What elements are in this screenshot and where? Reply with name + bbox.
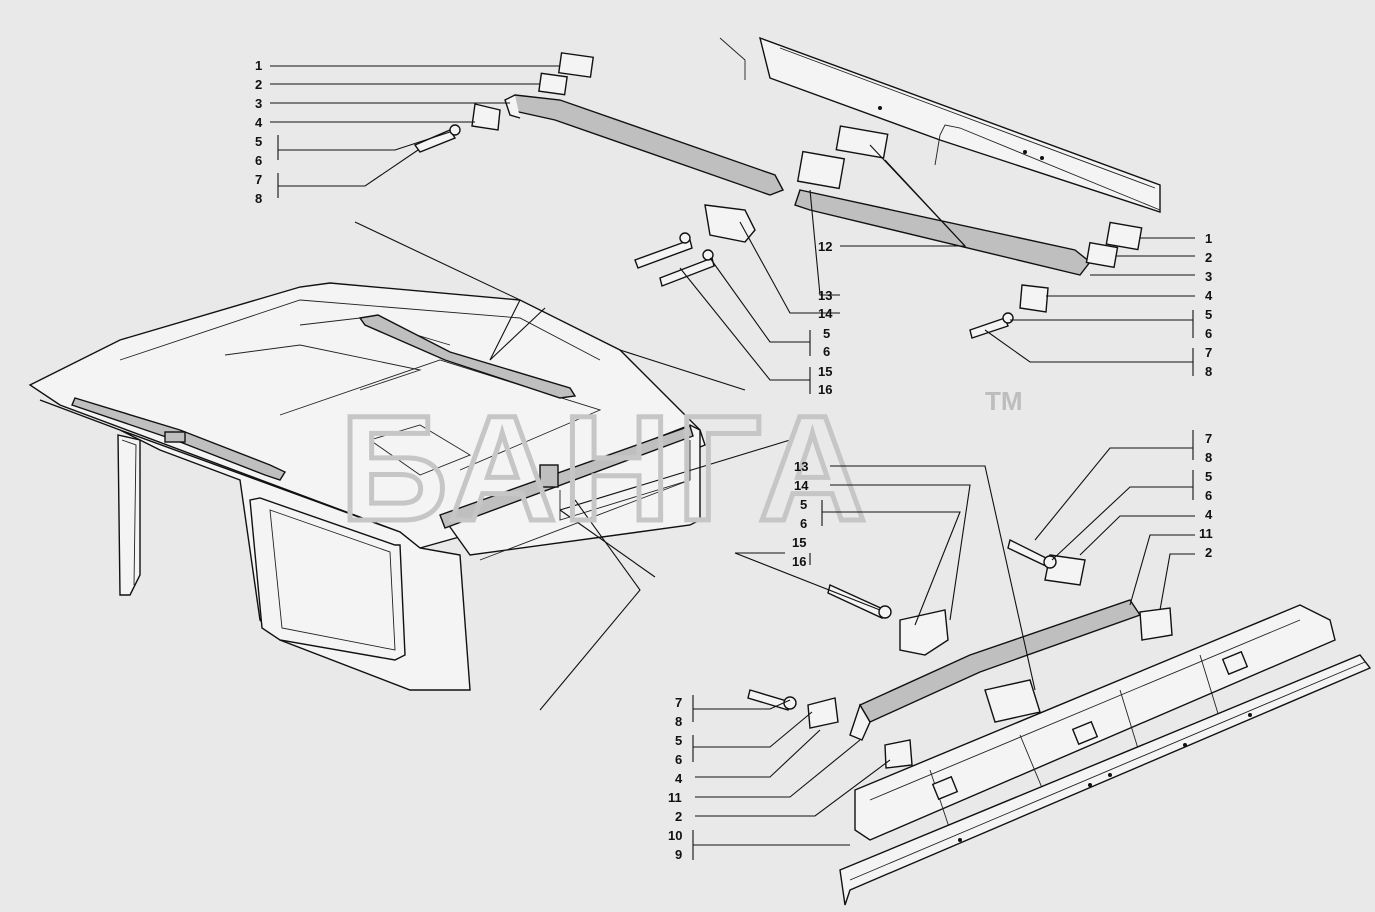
callout-label: 3 <box>1205 269 1212 284</box>
callout-label: 5 <box>255 134 262 149</box>
top-rail-right <box>634 125 1143 339</box>
callout-label: 2 <box>1205 250 1212 265</box>
callout-label: 4 <box>1205 288 1213 303</box>
watermark-tm: TM <box>985 386 1023 416</box>
callout-label: 11 <box>668 790 682 805</box>
callout-label: 2 <box>1205 545 1212 560</box>
callout-label: 8 <box>1205 364 1212 379</box>
callout-label: 5 <box>800 497 807 512</box>
cab-body <box>28 282 706 691</box>
callout-label: 6 <box>1205 488 1212 503</box>
callout-label: 6 <box>255 153 262 168</box>
callout-group-middle-right: 7 8 5 6 4 11 2 <box>1034 430 1213 611</box>
callout-group-bottom-left: 7 8 5 6 4 11 2 10 9 <box>668 695 891 862</box>
callout-label: 4 <box>675 771 683 786</box>
callout-label: 2 <box>255 77 262 92</box>
callout-label: 5 <box>675 733 682 748</box>
callout-label: 13 <box>794 459 808 474</box>
callout-group-top-right: 1 2 3 4 5 6 7 8 <box>984 231 1213 379</box>
callout-label: 6 <box>800 516 807 531</box>
callout-label: 2 <box>675 809 682 824</box>
watermark-text: БАНГА <box>340 384 873 552</box>
callout-label: 15 <box>818 364 832 379</box>
callout-label: 4 <box>1205 507 1213 522</box>
callout-label: 1 <box>255 58 262 73</box>
callout-label: 16 <box>818 382 832 397</box>
callout-label: 6 <box>675 752 682 767</box>
callout-label: 15 <box>792 535 806 550</box>
top-rail-left <box>413 52 784 196</box>
rear-wall <box>719 36 1161 213</box>
callout-label: 14 <box>794 478 809 493</box>
callout-group-top-center: 12 13 14 5 6 15 16 <box>679 144 967 397</box>
callout-group-top-left: 1 2 3 4 5 6 7 8 <box>255 58 560 206</box>
callout-label: 7 <box>1205 345 1212 360</box>
callout-group-middle-center: 13 14 5 6 15 16 <box>734 459 1036 691</box>
callout-label: 3 <box>255 96 262 111</box>
watermark: БАНГА TM <box>338 382 1023 555</box>
callout-label: 8 <box>675 714 682 729</box>
callout-label: 8 <box>255 191 262 206</box>
callout-label: 5 <box>1205 307 1212 322</box>
callout-label: 9 <box>675 847 682 862</box>
callout-label: 7 <box>1205 431 1212 446</box>
callout-label: 1 <box>1205 231 1212 246</box>
callout-label: 6 <box>823 344 830 359</box>
callout-label: 7 <box>255 172 262 187</box>
callout-label: 11 <box>1199 526 1213 541</box>
callout-label: 5 <box>823 326 830 341</box>
callout-label: 10 <box>668 828 682 843</box>
callout-label: 8 <box>1205 450 1212 465</box>
callout-label: 5 <box>1205 469 1212 484</box>
callout-label: 16 <box>792 554 806 569</box>
callout-label: 7 <box>675 695 682 710</box>
body-leader-lines <box>354 221 791 711</box>
callout-label: 6 <box>1205 326 1212 341</box>
callout-label: 13 <box>818 288 832 303</box>
callout-label: 14 <box>818 306 833 321</box>
bottom-rail-assembly <box>747 538 1372 906</box>
callout-label: 4 <box>255 115 263 130</box>
callout-label: 12 <box>818 239 832 254</box>
